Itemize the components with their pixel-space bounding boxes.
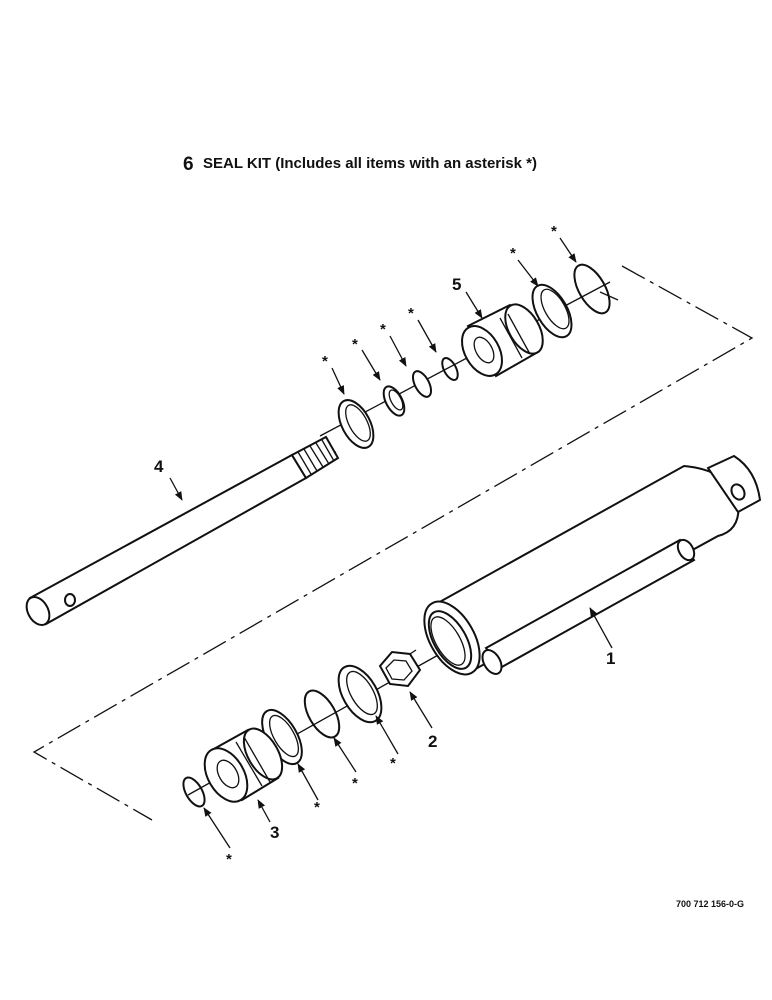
upper-seal-set xyxy=(337,357,459,449)
callout-leaders xyxy=(169,291,613,823)
asterisk-marker: * xyxy=(352,775,358,792)
asterisk-marker: * xyxy=(226,851,232,868)
hex-nut xyxy=(378,649,422,688)
callout-1: 1 xyxy=(606,649,615,668)
asterisk-marker: * xyxy=(322,353,328,370)
asterisk-marker: * xyxy=(510,245,516,262)
piston-rod xyxy=(25,435,340,626)
cylinder-barrel xyxy=(423,454,762,676)
figure-number: 700 712 156-0-G xyxy=(676,899,744,909)
asterisk-marker: * xyxy=(314,799,320,816)
seal-kit-number: 6 xyxy=(183,154,194,175)
asterisk-marker: * xyxy=(380,321,386,338)
callout-3: 3 xyxy=(270,823,279,842)
asterisk-leaders xyxy=(203,237,577,849)
callout-2: 2 xyxy=(428,732,437,751)
asterisk-marker: * xyxy=(551,223,557,240)
piston xyxy=(203,727,284,803)
asterisk-marker: * xyxy=(352,336,358,353)
callout-5: 5 xyxy=(452,275,461,294)
gland xyxy=(461,303,544,378)
callout-4: 4 xyxy=(154,457,164,476)
asterisk-marker: * xyxy=(390,755,396,772)
seal-kit-title: SEAL KIT (Includes all items with an ast… xyxy=(203,155,537,172)
lower-seal-set xyxy=(182,664,383,808)
asterisk-marker: * xyxy=(408,305,414,322)
